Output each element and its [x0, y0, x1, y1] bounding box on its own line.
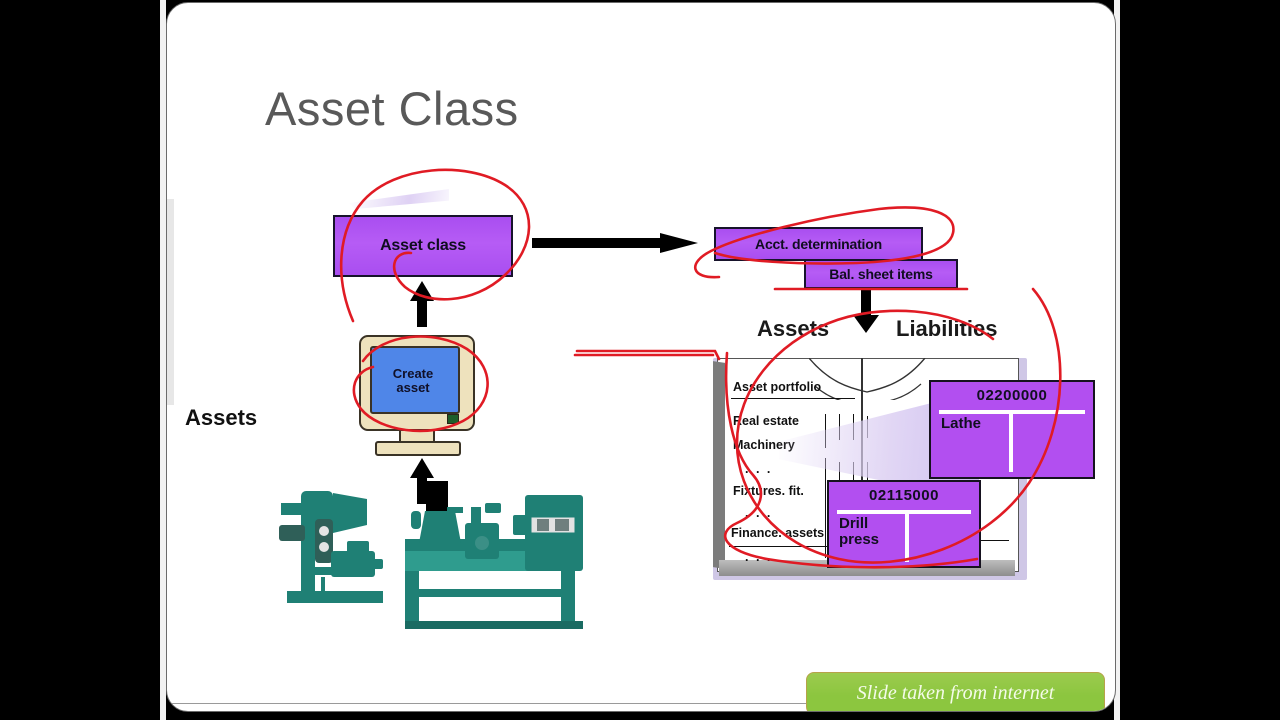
- up-arrow-icon-lower: [410, 458, 434, 504]
- card-separator: [905, 514, 909, 562]
- page-title: Asset Class: [265, 82, 519, 135]
- down-arrow-icon: [853, 289, 879, 333]
- portfolio-rule: [731, 398, 855, 399]
- bal-sheet-items-label: Bal. sheet items: [829, 266, 933, 282]
- slide-edge-tab: [167, 199, 174, 405]
- create-asset-monitor[interactable]: Create asset: [359, 335, 477, 456]
- acct-determination-label: Acct. determination: [755, 236, 882, 252]
- book-spine: [713, 361, 725, 569]
- drill-name: Drill press: [839, 516, 879, 548]
- lathe-name: Lathe: [941, 415, 982, 432]
- letterbox-left: [0, 0, 160, 720]
- light-beam-top: [349, 189, 449, 209]
- monitor-base: [375, 441, 461, 456]
- liabilities-header: Liabilities: [896, 316, 998, 341]
- list-item: Fixtures. fit.: [733, 484, 804, 498]
- slide-gutter-left: [160, 0, 166, 720]
- slide-gutter-right: [1114, 0, 1120, 720]
- presentation-slide: Asset Class Assets Asset class Acct. det…: [166, 2, 1116, 712]
- monitor-screen-text: Create asset: [370, 349, 456, 413]
- status-badge: Slide taken from internet: [806, 672, 1105, 711]
- acct-determination-box[interactable]: Acct. determination: [714, 227, 923, 261]
- bal-sheet-items-box[interactable]: Bal. sheet items: [804, 259, 958, 289]
- drill-name-line1: Drill: [839, 515, 869, 532]
- drill-number: 02115000: [869, 487, 939, 504]
- asset-card-lathe[interactable]: 02200000 Lathe: [929, 380, 1095, 479]
- up-arrow-icon-upper: [410, 281, 434, 327]
- assets-header: Assets: [757, 316, 830, 341]
- monitor-power-led-icon: [447, 414, 459, 424]
- list-item: . . .: [745, 506, 773, 520]
- status-badge-label: Slide taken from internet: [856, 682, 1055, 704]
- list-item: . . .: [745, 550, 773, 564]
- black-block-decor: [426, 481, 448, 517]
- card-separator: [1009, 414, 1013, 472]
- book-page-curl: [809, 358, 926, 400]
- lathe-number: 02200000: [976, 387, 1048, 404]
- asset-class-label: Asset class: [380, 237, 466, 254]
- machine-tools-icon: [279, 491, 583, 629]
- portfolio-title: Asset portfolio: [733, 380, 822, 394]
- list-item: Real estate: [733, 414, 800, 428]
- create-asset-line1: Create: [392, 366, 434, 382]
- drill-name-line2: press: [839, 530, 880, 548]
- list-item: . . .: [745, 462, 773, 476]
- card-rule: [837, 510, 971, 514]
- asset-class-box[interactable]: Asset class: [333, 215, 513, 277]
- asset-card-drill-press[interactable]: 02115000 Drill press: [827, 480, 981, 568]
- page-tick: [825, 458, 826, 558]
- right-arrow-icon: [532, 233, 698, 253]
- create-asset-line2: asset: [396, 380, 430, 395]
- letterbox-right: [1120, 0, 1280, 720]
- badge-leader-line: [167, 703, 807, 704]
- list-item: Finance. assets: [731, 526, 825, 540]
- assets-left-label: Assets: [185, 405, 258, 430]
